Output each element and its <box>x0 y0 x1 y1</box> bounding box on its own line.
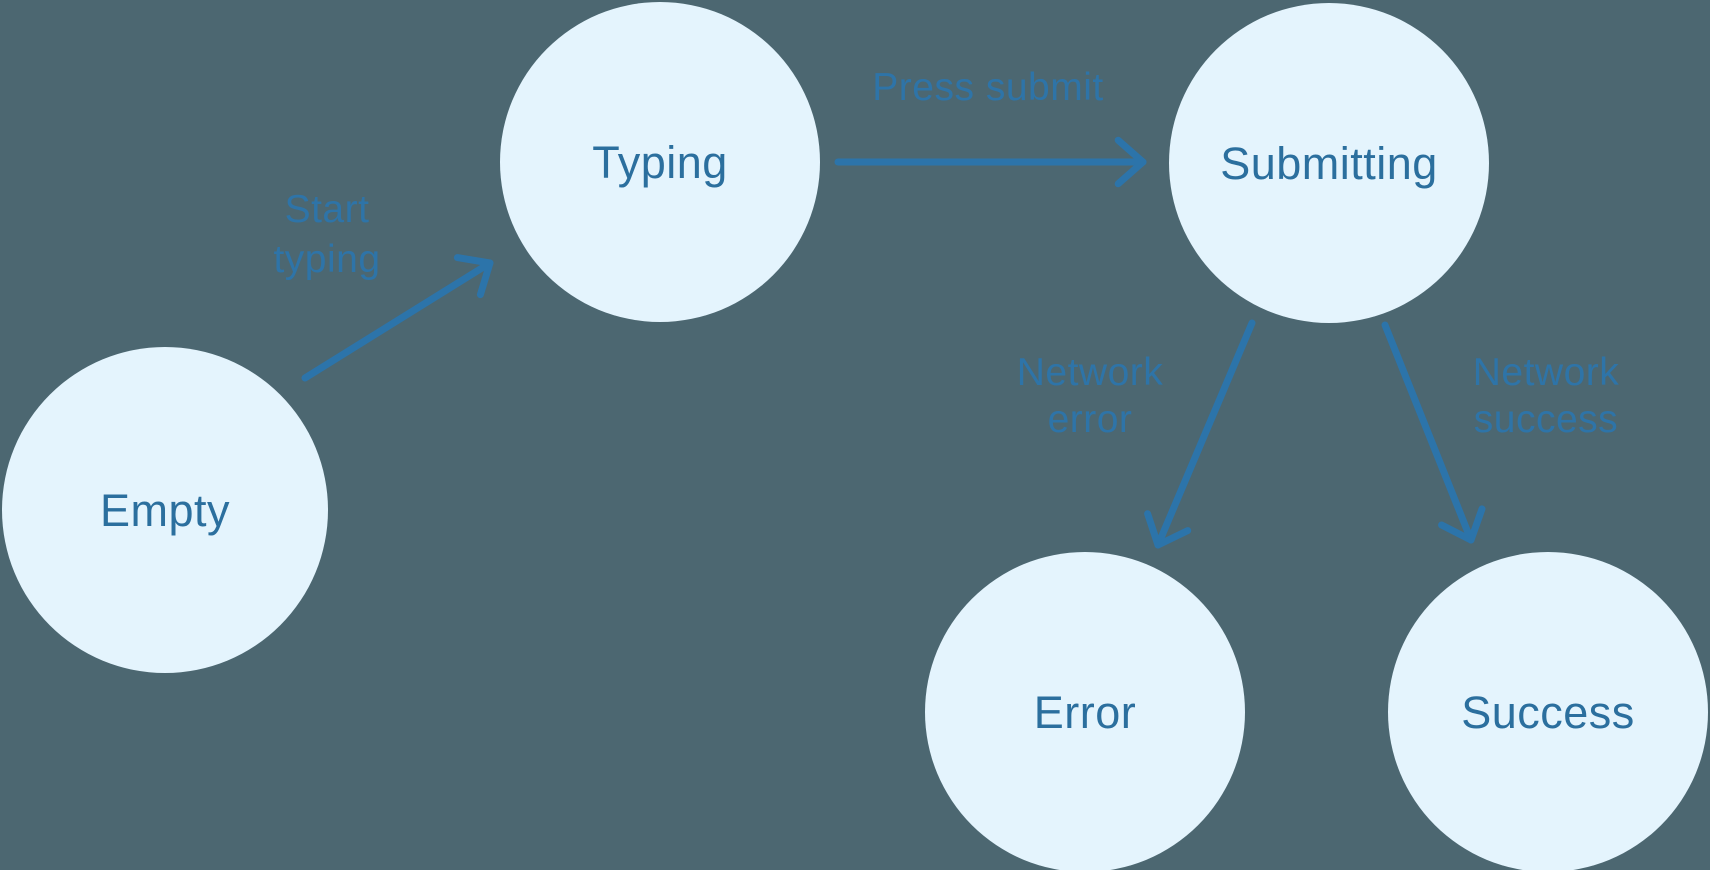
edge-start-typing-arrow-line <box>301 259 494 382</box>
node-error-circle <box>925 552 1245 870</box>
edge-network-success-arrowhead-icon <box>1438 505 1486 544</box>
node-error-label: Error <box>1034 687 1137 738</box>
edge-network-error-label-line: error <box>1048 398 1133 441</box>
edge-press-submit-label-line: Press submit <box>872 66 1103 109</box>
edge-network-error-arrow-line <box>1154 319 1256 549</box>
edge-press-submit-label: Press submit <box>872 66 1103 109</box>
node-empty: Empty <box>2 347 328 673</box>
node-success: Success <box>1388 552 1708 870</box>
node-success-label: Success <box>1461 687 1635 738</box>
edge-press-submit-arrowhead-icon <box>1114 136 1147 188</box>
edge-press-submit: Press submit <box>834 66 1147 188</box>
edge-network-success-label-line: Network <box>1473 351 1620 394</box>
edge-start-typing-label: Start typing <box>273 188 380 281</box>
edge-start-typing-label-line: typing <box>273 238 380 281</box>
node-error: Error <box>925 552 1245 870</box>
node-submitting-circle <box>1169 3 1489 323</box>
edge-network-success-arrow-line <box>1381 321 1475 544</box>
edge-network-error-arrowhead-icon <box>1144 510 1192 549</box>
edge-start-typing: Start typing <box>273 188 494 382</box>
node-empty-label: Empty <box>100 485 230 536</box>
node-submitting: Submitting <box>1169 3 1489 323</box>
edge-network-success-label-line: success <box>1474 398 1618 441</box>
node-typing: Typing <box>500 2 820 322</box>
edge-network-error-label-line: Network <box>1017 351 1164 394</box>
node-empty-circle <box>2 347 328 673</box>
edge-start-typing-label-line: Start <box>285 188 370 231</box>
node-typing-label: Typing <box>592 137 728 188</box>
node-submitting-label: Submitting <box>1220 138 1438 189</box>
node-success-circle <box>1388 552 1708 870</box>
node-typing-circle <box>500 2 820 322</box>
edge-start-typing-arrowhead-icon <box>453 254 494 299</box>
